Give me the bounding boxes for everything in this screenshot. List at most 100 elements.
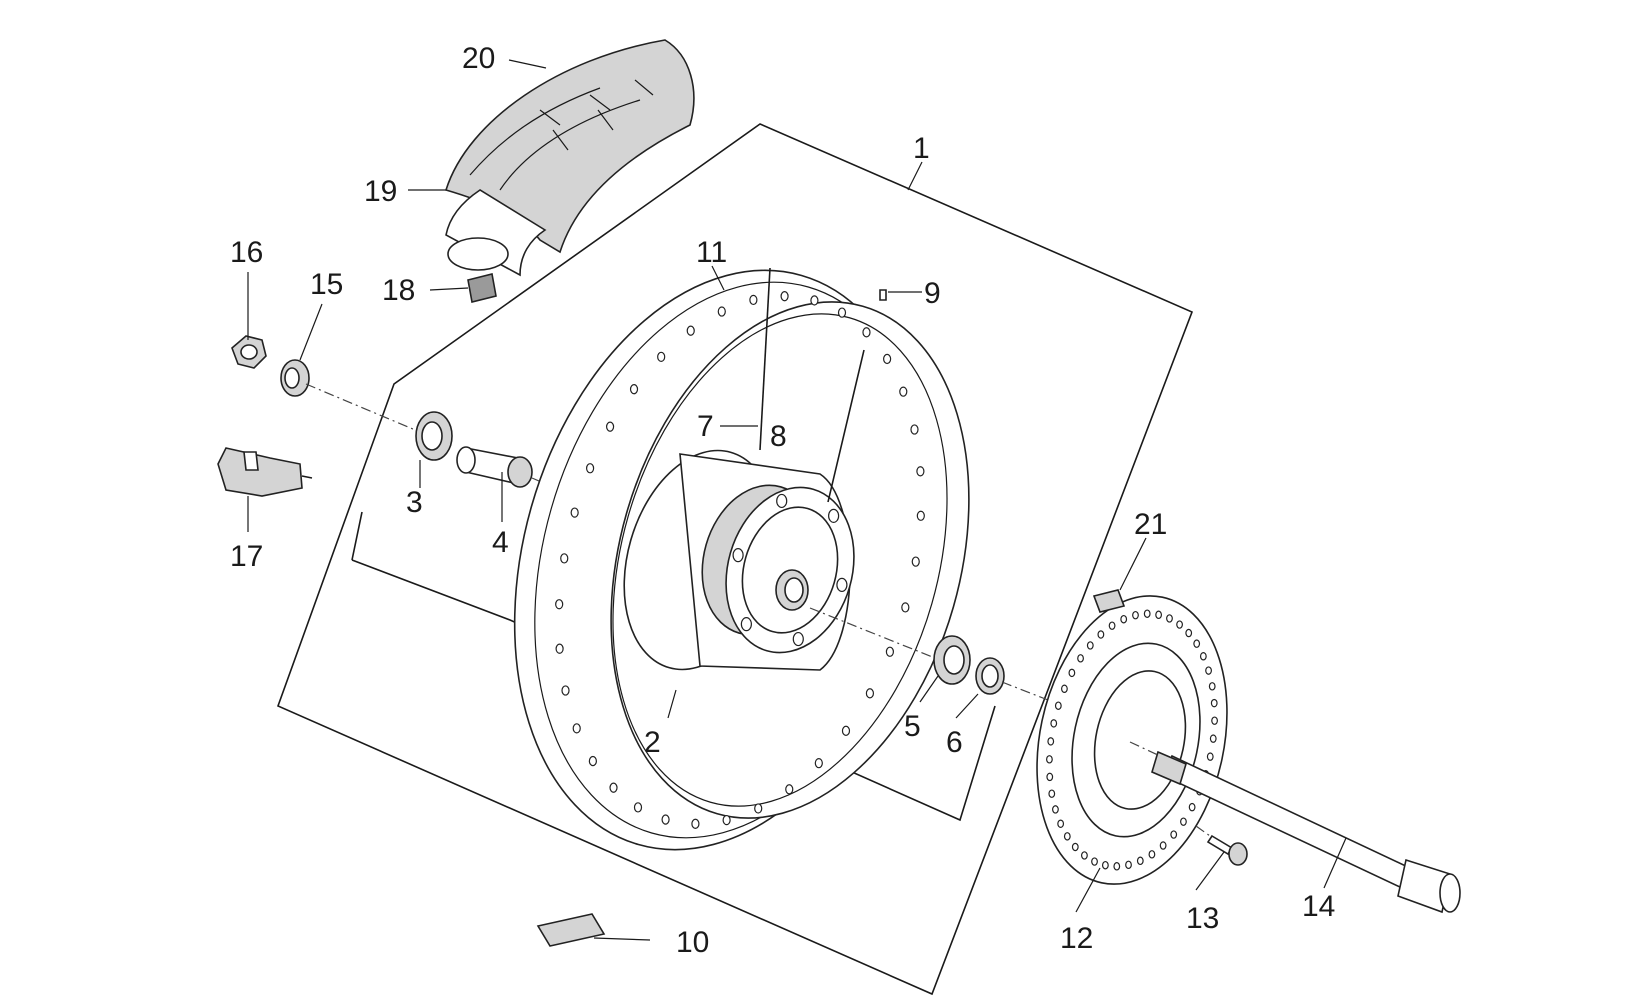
- disc-hole: [1071, 842, 1079, 852]
- rim-spoke-hole: [814, 757, 823, 769]
- spoke-inner: [759, 267, 771, 451]
- disc-hole: [1170, 830, 1178, 839]
- label-4: 4: [492, 526, 509, 559]
- rim-spoke-hole: [691, 818, 700, 829]
- rim-spoke-hole: [810, 295, 819, 306]
- disc-hole: [1048, 789, 1056, 798]
- rim-spoke-hole: [555, 643, 564, 654]
- hub-subgroup-outline: [351, 511, 363, 561]
- rim-tape: [536, 913, 606, 947]
- disc-hole: [1046, 772, 1054, 782]
- rim-spoke-hole: [916, 466, 925, 477]
- label-1: 1: [913, 132, 930, 165]
- tab-washer: [1092, 589, 1126, 613]
- label-17: 17: [230, 540, 263, 573]
- rim-spoke-hole: [841, 725, 851, 736]
- label-20: 20: [462, 42, 495, 75]
- hub-bolt-hole: [740, 617, 752, 632]
- disc-hole: [1054, 701, 1062, 710]
- wheel-hub: [623, 449, 855, 671]
- rim-spoke-hole: [911, 556, 920, 567]
- disc-hole: [1148, 850, 1156, 859]
- disc-hole: [1211, 716, 1218, 725]
- spoke-outer: [827, 349, 865, 503]
- disc-hole: [1063, 832, 1071, 841]
- rim-spoke-hole: [865, 688, 875, 699]
- label-3: 3: [406, 486, 423, 519]
- bearing-right: [933, 635, 971, 685]
- disc-hole: [1136, 856, 1144, 866]
- disc-hole: [1209, 734, 1217, 743]
- rim-spoke-hole: [686, 325, 695, 336]
- label-5: 5: [904, 710, 921, 743]
- rim-spoke-hole: [722, 814, 731, 826]
- hub-bolt-hole: [828, 508, 840, 523]
- disc-hole: [1199, 652, 1207, 661]
- label-10: 10: [676, 926, 709, 959]
- disc-hole: [1159, 841, 1167, 850]
- speedometer-drive: [217, 447, 313, 497]
- rim-spoke-hole: [785, 784, 794, 795]
- rim-spoke-hole: [605, 421, 615, 432]
- disc-hole: [1101, 860, 1109, 870]
- label-12: 12: [1060, 922, 1093, 955]
- label-8: 8: [770, 420, 787, 453]
- disc-hole: [1188, 802, 1196, 812]
- rim-spoke-hole: [560, 553, 569, 564]
- disc-hole: [1208, 682, 1216, 691]
- disc-hole: [1205, 666, 1212, 675]
- disc-hole: [1108, 621, 1116, 630]
- disc-hole: [1097, 630, 1105, 639]
- rim-spoke-hole: [609, 782, 618, 793]
- disc-hole: [1081, 851, 1088, 860]
- rim-spoke-hole: [883, 353, 892, 365]
- rim-spoke-hole: [572, 723, 581, 734]
- rim-spoke-hole: [588, 755, 597, 767]
- valve-stem: [467, 273, 497, 303]
- rim-spoke-hole: [661, 814, 670, 825]
- rim-spoke-holes: [555, 291, 925, 829]
- rim-spoke-hole: [629, 384, 639, 395]
- label-16: 16: [230, 236, 263, 269]
- label-19: 19: [364, 175, 397, 208]
- label-6: 6: [946, 726, 963, 759]
- bearing-left: [415, 411, 453, 461]
- disc-hole: [1176, 620, 1183, 629]
- label-18: 18: [382, 274, 415, 307]
- rim-spoke-hole: [885, 646, 895, 657]
- rim-spoke-hole: [555, 599, 564, 610]
- label-7: 7: [697, 410, 714, 443]
- disc-hole: [1125, 860, 1132, 870]
- disc-hole: [1061, 684, 1068, 694]
- label-14: 14: [1302, 890, 1335, 923]
- inner-tube: [445, 189, 547, 277]
- disc-hole: [1120, 614, 1128, 624]
- axle-nut: [231, 335, 267, 369]
- disc-hole: [1113, 862, 1121, 871]
- disc-hole: [1143, 609, 1151, 618]
- hub-bolt-hole: [836, 577, 848, 592]
- disc-hole: [1047, 737, 1055, 746]
- spacer-washer: [280, 359, 310, 397]
- disc-hole: [1052, 805, 1059, 814]
- rim-spoke-hole: [585, 463, 595, 474]
- hub-disc-bolt-holes: [732, 493, 848, 647]
- disc-hole: [1185, 628, 1193, 638]
- label-11: 11: [696, 236, 727, 269]
- rim-spoke-hole: [657, 351, 666, 363]
- hub-spacer: [456, 446, 533, 488]
- oil-seal: [975, 657, 1005, 695]
- rim-spoke-hole: [749, 294, 758, 306]
- disc-hole: [1180, 817, 1187, 826]
- spoke-nipple: [879, 289, 887, 301]
- hub-bolt-hole: [792, 631, 804, 647]
- label-2: 2: [644, 726, 661, 759]
- label-21: 21: [1134, 508, 1167, 541]
- rim-spoke-hole: [862, 327, 871, 338]
- disc-hole: [1046, 755, 1053, 764]
- disc-hole: [1132, 610, 1139, 620]
- label-9: 9: [924, 277, 941, 310]
- rim-spoke-hole: [837, 307, 847, 318]
